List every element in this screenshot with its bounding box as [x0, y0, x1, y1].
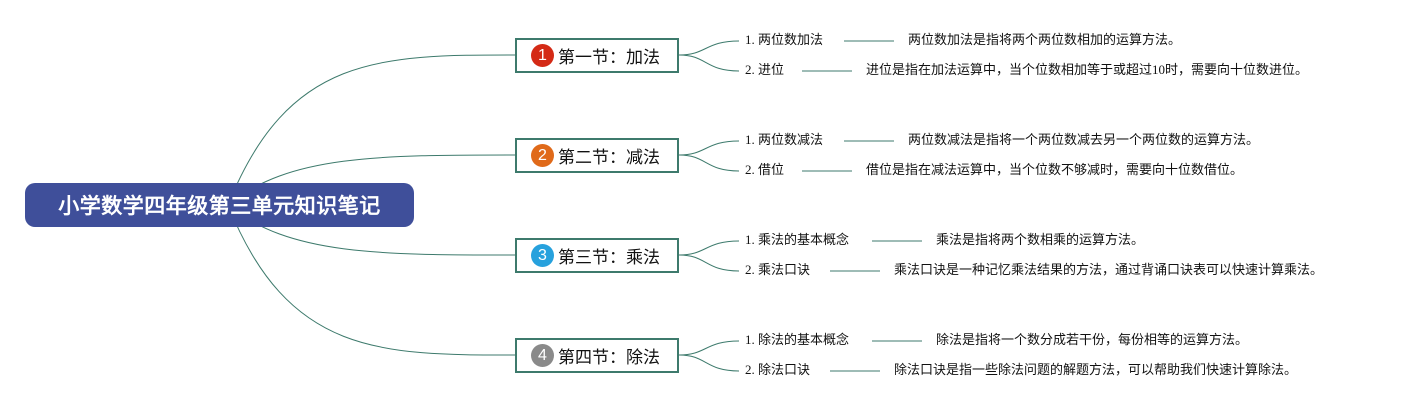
section-title-3: 第三节：乘法 — [558, 248, 660, 268]
connector-root-section-1 — [227, 54, 516, 206]
topic-description-3-1: 乘法是指将两个数相乘的运算方法。 — [936, 232, 1145, 247]
section-title-4: 第四节：除法 — [558, 348, 660, 368]
topic-description-2-2: 借位是指在减法运算中，当个位数不够减时，需要向十位数借位。 — [866, 162, 1244, 177]
connector-section-4-item-1 — [678, 340, 740, 356]
topic-description-2-1: 两位数减法是指将一个两位数减去另一个两位数的运算方法。 — [908, 132, 1260, 147]
topic-label-3-2[interactable]: 2. 乘法口诀 — [745, 262, 811, 277]
topic-label-4-1[interactable]: 1. 除法的基本概念 — [745, 332, 850, 347]
root-node[interactable]: 小学数学四年级第三单元知识笔记 — [25, 183, 414, 227]
section-number-badge-1: 1 — [531, 44, 554, 67]
connector-section-1-item-1 — [678, 40, 740, 56]
topic-description-4-2: 除法口诀是指一些除法问题的解题方法，可以帮助我们快速计算除法。 — [894, 362, 1298, 377]
section-number-badge-2: 2 — [531, 144, 554, 167]
topic-label-1-1[interactable]: 1. 两位数加法 — [745, 32, 824, 47]
topic-description-4-1: 除法是指将一个数分成若干份，每份相等的运算方法。 — [936, 332, 1249, 347]
topic-label-2-2[interactable]: 2. 借位 — [745, 162, 785, 177]
topic-description-3-2: 乘法口诀是一种记忆乘法结果的方法，通过背诵口诀表可以快速计算乘法。 — [894, 262, 1324, 277]
connector-section-4-item-2 — [678, 354, 740, 372]
topic-label-1-2[interactable]: 2. 进位 — [745, 62, 785, 77]
connector-section-3-item-1 — [678, 240, 740, 256]
section-number-badge-3: 3 — [531, 244, 554, 267]
topic-label-3-1[interactable]: 1. 乘法的基本概念 — [745, 232, 850, 247]
topic-label-4-2[interactable]: 2. 除法口诀 — [745, 362, 811, 377]
connector-section-1-item-2 — [678, 54, 740, 72]
topic-description-1-2: 进位是指在加法运算中，当个位数相加等于或超过10时，需要向十位数进位。 — [866, 62, 1309, 77]
connector-section-3-item-2 — [678, 254, 740, 272]
section-title-2: 第二节：减法 — [558, 148, 660, 168]
connector-section-2-item-2 — [678, 154, 740, 172]
section-number-badge-4: 4 — [531, 344, 554, 367]
connector-section-2-item-1 — [678, 140, 740, 156]
connector-root-section-4 — [227, 204, 516, 356]
topic-description-1-1: 两位数加法是指将两个两位数相加的运算方法。 — [908, 32, 1182, 47]
section-title-1: 第一节：加法 — [558, 48, 660, 68]
topic-label-2-1[interactable]: 1. 两位数减法 — [745, 132, 824, 147]
